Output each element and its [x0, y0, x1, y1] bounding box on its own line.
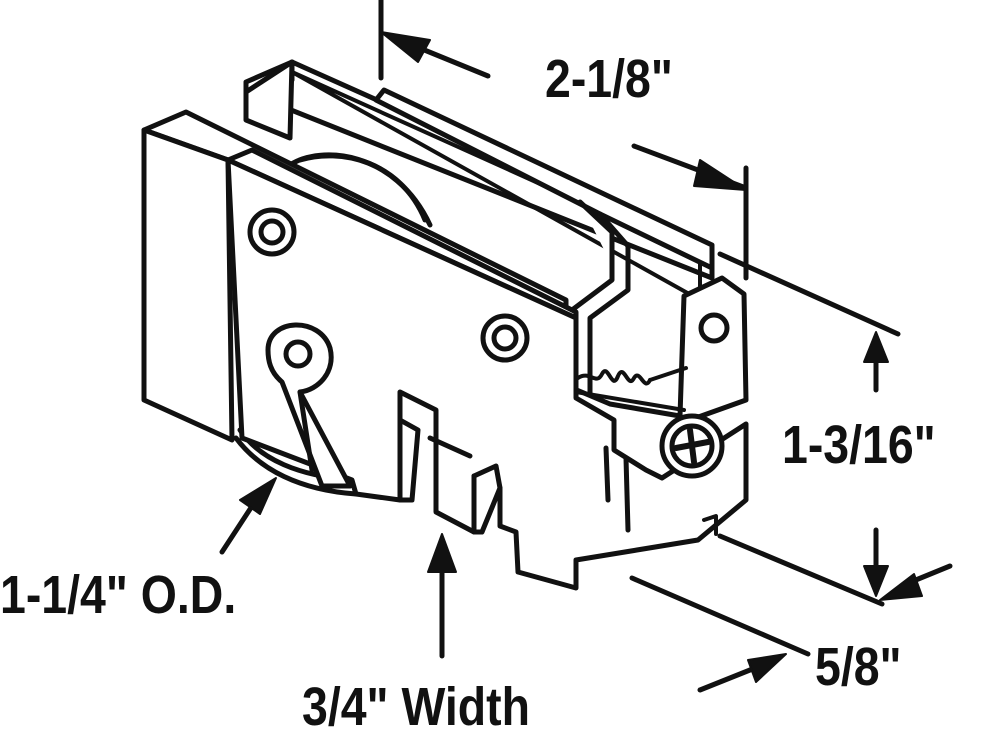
housing-depth-label: 5/8"	[815, 637, 902, 697]
dimension-height	[717, 251, 901, 607]
adjustment-lever	[265, 322, 353, 489]
rivet-holes	[247, 207, 730, 363]
overall-length-label: 2-1/8"	[545, 49, 673, 109]
wheel-od-label: 1-1/4" O.D.	[0, 565, 237, 625]
bracket-plate	[373, 87, 749, 423]
spring	[574, 366, 688, 412]
dimension-housing-depth	[629, 563, 953, 693]
wheel-notch	[397, 417, 503, 535]
dimension-wheel-width	[427, 533, 457, 659]
wheel-width-label: 3/4" Width	[302, 677, 531, 737]
adjustment-screw	[659, 413, 725, 536]
height-label: 1-3/16"	[782, 415, 936, 475]
dimension-overall-length	[378, 0, 749, 281]
dimension-wheel-od	[219, 477, 277, 555]
